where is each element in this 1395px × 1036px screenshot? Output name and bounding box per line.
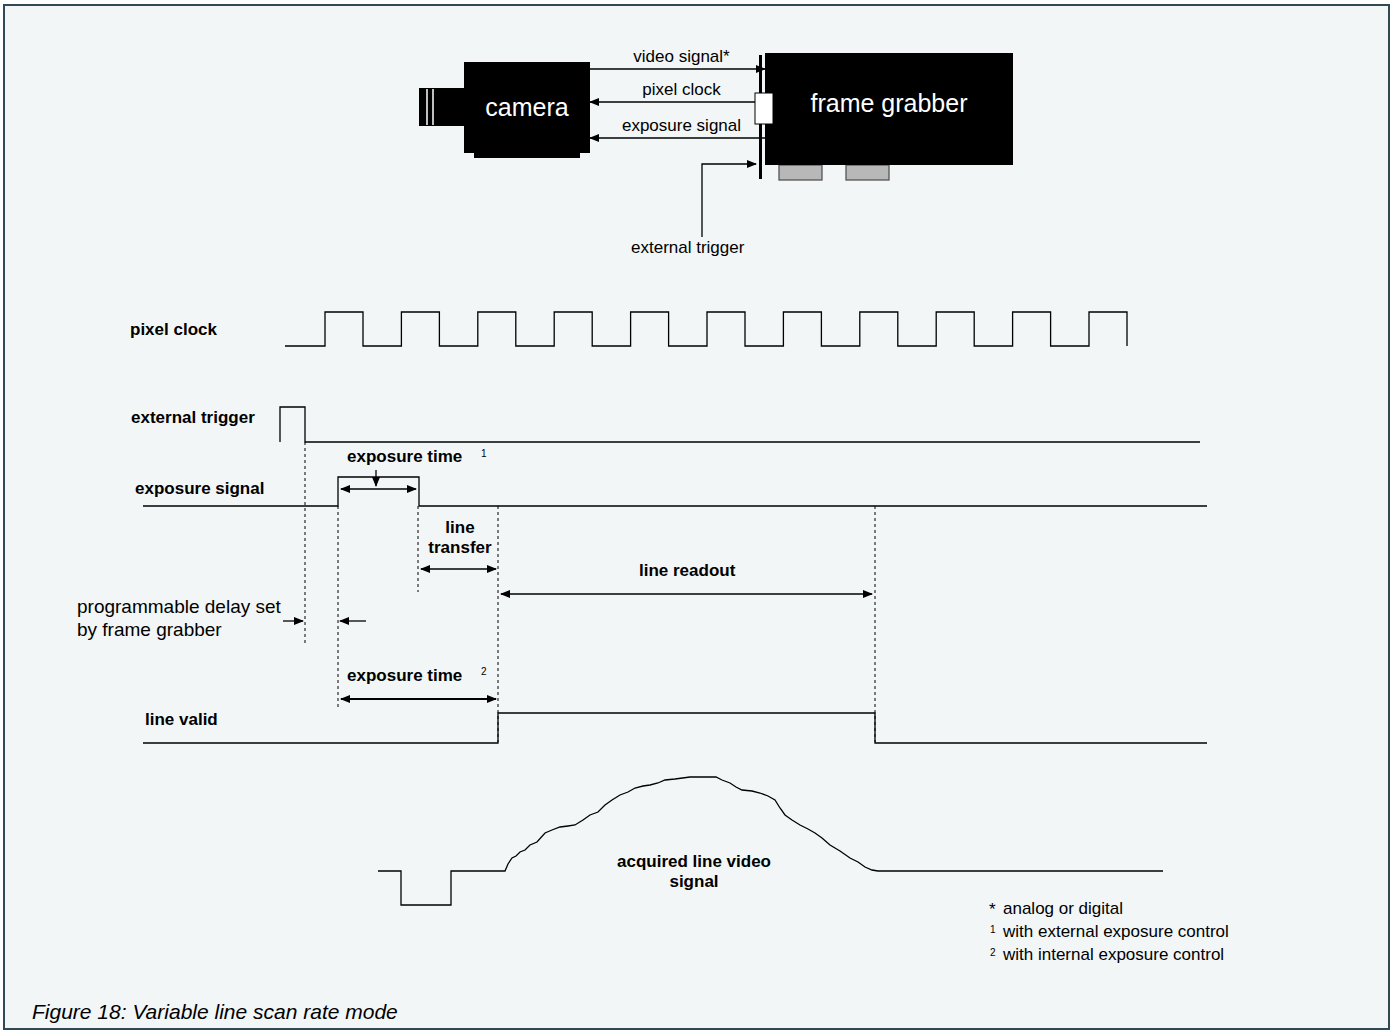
timing-label: exposure time	[347, 447, 462, 467]
footnote-text: analog or digital	[1003, 899, 1123, 919]
footnote-mark: 2	[481, 666, 487, 678]
signal-name: exposure signal	[135, 479, 264, 499]
signal-connector	[590, 101, 765, 102]
camera-body: camera	[464, 62, 590, 153]
footnote-mark: 1	[481, 448, 487, 460]
timing-label: exposure time	[347, 666, 462, 686]
signal-name: pixel clock	[130, 320, 217, 340]
waveform-label: acquired line video signal	[614, 852, 774, 893]
signal-connector	[590, 68, 765, 69]
timing-note: programmable delay set by frame grabber	[77, 596, 282, 642]
footnote-text: with external exposure control	[1003, 922, 1229, 942]
signal-name: video signal*	[633, 47, 729, 67]
signal-name: line valid	[145, 710, 218, 730]
figure-caption: Figure 18: Variable line scan rate mode	[32, 1000, 398, 1024]
timing-label: line readout	[639, 561, 735, 581]
signal-connector	[590, 137, 765, 138]
signal-name: external trigger	[131, 408, 255, 428]
node-title: camera	[485, 93, 568, 122]
footnote-mark: 1	[990, 924, 996, 936]
footnote-text: with internal exposure control	[1003, 945, 1224, 965]
timing-label: line transfer	[417, 518, 503, 559]
footnote-mark: 2	[990, 947, 996, 959]
signal-name: exposure signal	[622, 116, 741, 136]
input-label: external trigger	[631, 238, 744, 258]
node-title: frame grabber	[810, 89, 967, 118]
signal-name: pixel clock	[642, 80, 720, 100]
frame-grabber-board: frame grabber	[765, 53, 1013, 165]
footnote-mark: *	[989, 900, 996, 920]
